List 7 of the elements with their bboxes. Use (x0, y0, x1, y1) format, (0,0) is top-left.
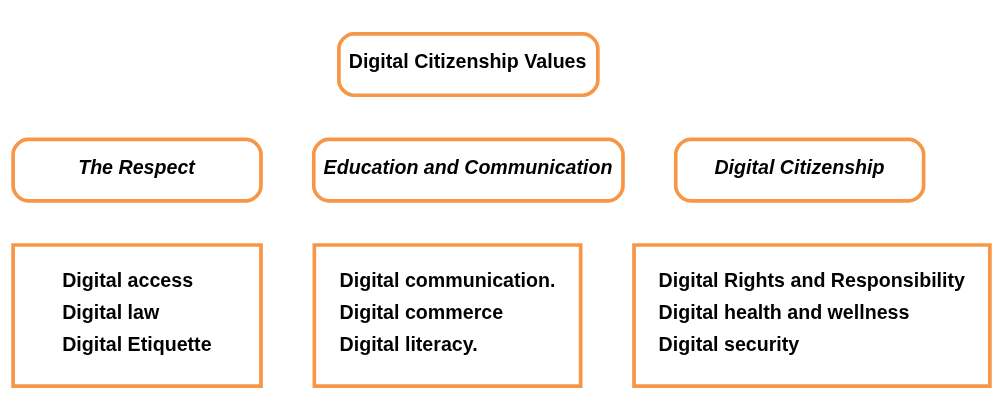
node-box: Education and Communication (311, 137, 625, 203)
node-box: Digital Rights and Responsibility Digital health and wellness Digital security (632, 243, 992, 388)
node-box: The Respect (11, 137, 263, 203)
node-box: Digital Citizenship (673, 137, 926, 203)
node-box: Digital communication. Digital commerce Digital literacy. (312, 243, 583, 388)
node-box: Digital Citizenship Values (337, 32, 600, 98)
node-box: Digital access Digital law Digital Etiquette (11, 243, 263, 388)
